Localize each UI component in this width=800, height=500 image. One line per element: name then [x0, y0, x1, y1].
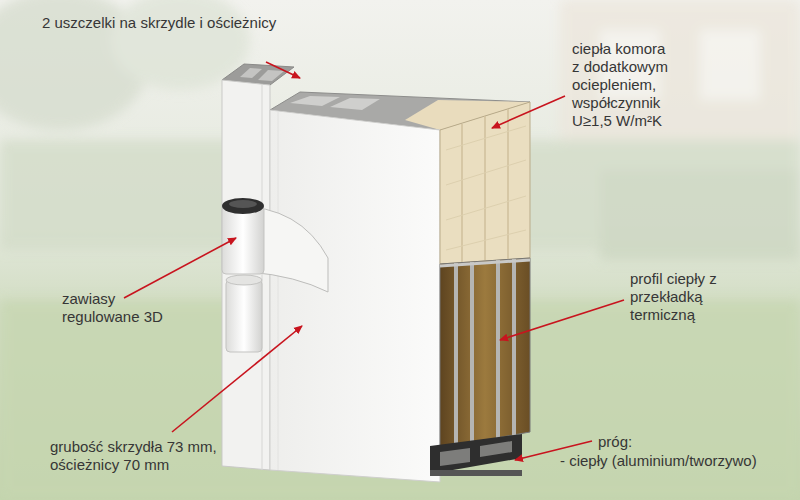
callout-label: - ciepły (aluminium/tworzywo)	[560, 452, 757, 470]
callout-label: grubość skrzydła 73 mm, ościeżnicy 70 mm	[50, 438, 225, 474]
callout-label: próg:	[598, 433, 632, 451]
leader-arrows	[124, 62, 624, 460]
callout-label: profil ciepły z przekładką termiczną	[630, 270, 725, 324]
callout-label: zawiasy regulowane 3D	[62, 290, 172, 326]
callout-label: 2 uszczelki na skrzydle i ościeżnicy	[42, 14, 276, 32]
callout-label: ciepła komora z dodatkowym ociepleniem, …	[572, 40, 672, 130]
